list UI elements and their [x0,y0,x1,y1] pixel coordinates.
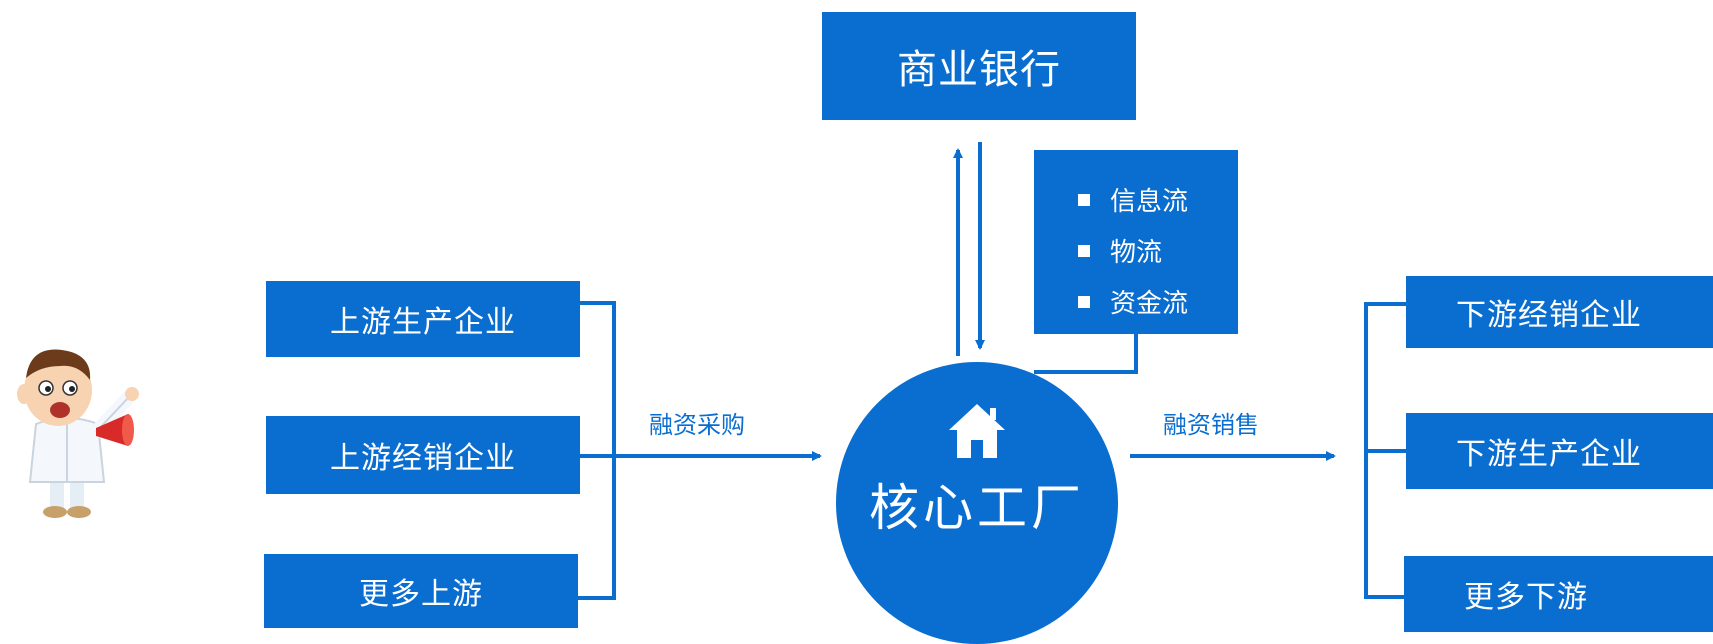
doctor-megaphone-mascot [17,349,139,518]
upstream-box: 上游生产企业 [266,281,580,357]
flow-item-label: 物流 [1110,238,1163,268]
downstream-box: 下游生产企业 [1406,413,1713,489]
bullet-square-icon [1078,193,1090,206]
upstream-label: 上游经销企业 [330,441,516,476]
upstream-label: 更多上游 [359,577,483,612]
upstream-box: 上游经销企业 [266,416,580,494]
bullet-square-icon [1078,295,1090,308]
sales-financing-label: 融资销售 [1163,411,1259,439]
downstream-label: 下游经销企业 [1456,298,1642,333]
flow-item: 信息流 [1078,174,1238,225]
flow-item-label: 资金流 [1110,289,1189,319]
core-factory-label: 核心工厂 [869,479,1085,537]
upstream-label: 上游生产企业 [330,305,516,340]
bank-label: 商业银行 [897,47,1061,93]
bank-box: 商业银行 [822,12,1136,120]
purchase-financing-label: 融资采购 [649,411,745,439]
house-icon [949,404,1005,458]
downstream-label: 更多下游 [1464,580,1588,615]
core-factory-circle: 核心工厂 [836,362,1118,644]
downstream-box: 更多下游 [1404,556,1713,632]
flow-item-label: 信息流 [1110,187,1189,217]
upstream-box: 更多上游 [264,554,578,628]
flows-box: 信息流 物流 资金流 [1034,150,1238,334]
flows-connector [1034,334,1138,374]
downstream-box: 下游经销企业 [1406,276,1713,348]
downstream-label: 下游生产企业 [1456,437,1642,472]
flow-item: 资金流 [1078,276,1238,327]
upstream-bracket [578,301,616,600]
bullet-square-icon [1078,244,1090,257]
flow-item: 物流 [1078,225,1238,276]
